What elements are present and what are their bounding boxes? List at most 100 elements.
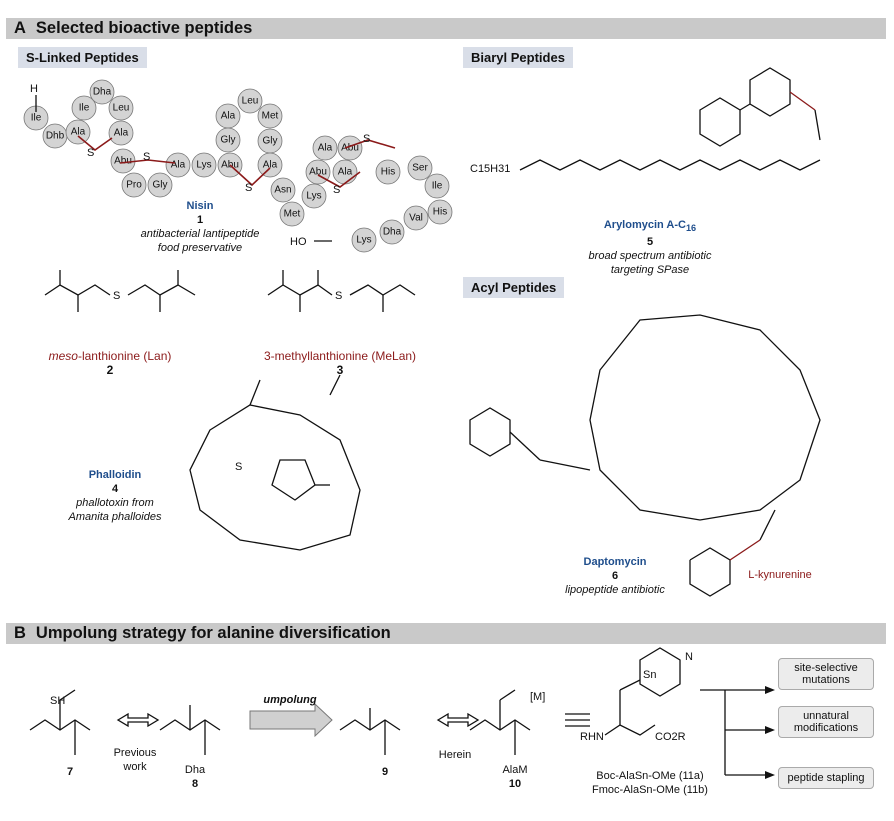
nisin-residue-label: Gly (263, 136, 278, 147)
lan-s: S (113, 290, 120, 302)
scheme-b-skeletons (29, 647, 765, 776)
reagent-11a: Boc-AlaSn-OMe (11a) (596, 770, 704, 782)
nisin-residue-label: Ser (412, 163, 428, 174)
nisin-residue-label: Ala (221, 111, 236, 122)
nisin-residue-bead (121, 172, 147, 198)
melan-name: 3-methyllanthionine (MeLan) (263, 349, 417, 363)
compound-10-name: AlaM (502, 764, 528, 776)
nisin-residue-bead (270, 177, 296, 203)
section-a-letter: A (14, 19, 26, 37)
nisin-residue-bead (257, 103, 283, 129)
nisin-residue-label: Leu (113, 103, 130, 114)
daptomycin-number: 6 (611, 570, 619, 582)
nisin-residue-bead (375, 159, 401, 185)
nisin-residue-label: Gly (153, 180, 168, 191)
nisin-caption: Nisin 1 antibacterial lantipeptide food … (140, 199, 260, 255)
phalloidin-number: 4 (111, 483, 119, 495)
subhead-acyl: Acyl Peptides (463, 277, 565, 298)
nisin-residue-label: Ala (338, 167, 353, 178)
nisin-residue-label: Abu (341, 143, 359, 154)
compound-8: Dha 8 (175, 763, 215, 791)
nisin-residue-bead (147, 172, 173, 198)
phalloidin-caption: Phalloidin 4 phallotoxin from Amanita ph… (50, 468, 180, 524)
phalloidin-desc2: Amanita phalloides (68, 511, 162, 523)
equilibrium-arrows (116, 712, 590, 728)
nisin-residue-bead (71, 95, 97, 121)
nisin-residue-label: Gly (221, 135, 236, 146)
compound-9: 9 (381, 766, 389, 778)
rhn-label: RHN (580, 731, 604, 743)
nisin-residue-bead (403, 205, 429, 231)
nisin-residue-bead (237, 88, 263, 114)
n-label: N (685, 651, 693, 663)
daptomycin-desc: lipopeptide antibiotic (565, 584, 665, 596)
lan-caption: meso-lanthionine (Lan) 2 (30, 349, 190, 377)
nisin-residue-label: Abu (114, 156, 132, 167)
melan-caption: 3-methyllanthionine (MeLan) 3 (250, 349, 430, 377)
sn-label: Sn (643, 669, 656, 681)
nisin-residue-label: Lys (356, 235, 371, 246)
nisin-residue-bead (108, 95, 134, 121)
daptomycin-caption: Daptomycin 6 lipopeptide antibiotic (555, 555, 675, 597)
nisin-residue-label: Met (284, 209, 301, 220)
nisin-residue-label: Ala (114, 128, 129, 139)
nisin-residue-bead (279, 201, 305, 227)
nisin-residue-bead (351, 227, 377, 253)
melan-skeleton (267, 270, 416, 312)
reagent-labels: Boc-AlaSn-OMe (11a) Fmoc-AlaSn-OMe (11b) (575, 769, 725, 797)
section-b-title: Umpolung strategy for alanine diversific… (35, 624, 391, 642)
nisin-residue-bead (257, 152, 283, 178)
arrow-head-2 (765, 726, 775, 734)
arrow-head-3 (765, 771, 775, 779)
nisin-desc2: food preservative (157, 242, 243, 254)
arylomycin-skeleton (519, 67, 821, 171)
subhead-s-linked: S-Linked Peptides (18, 47, 147, 68)
nisin-residue-label: Ile (31, 113, 42, 124)
subhead-biaryl: Biaryl Peptides (463, 47, 573, 68)
nisin-s5: S (363, 133, 370, 145)
nisin-s4: S (333, 184, 340, 196)
nisin-name: Nisin (186, 200, 214, 212)
nisin-residue-bead (312, 135, 338, 161)
arrow-head-1 (765, 686, 775, 694)
compound-10-number: 10 (508, 778, 522, 790)
daptomycin-skeleton (469, 314, 821, 597)
reagent-11b: Fmoc-AlaSn-OMe (11b) (592, 784, 708, 796)
nisin-s1: S (87, 147, 94, 159)
nisin-residue-label: Dhb (46, 131, 65, 142)
nisin-residue-label: Ala (171, 160, 186, 171)
herein-label: Herein (438, 749, 472, 761)
nisin-residue-label: Ala (263, 160, 278, 171)
section-b-header: B Umpolung strategy for alanine diversifi… (6, 623, 886, 644)
nisin-residue-bead (191, 152, 217, 178)
arylomycin-desc1: broad spectrum antibiotic (588, 250, 712, 263)
lan-number: 2 (106, 363, 114, 377)
compound-8-name: Dha (184, 764, 206, 776)
arylomycin-chain: C15H31 (470, 163, 510, 175)
nisin-residue-bead (379, 219, 405, 245)
phalloidin-s: S (235, 461, 242, 473)
nisin-h-label: H (30, 83, 38, 95)
nisin-residue-label: His (433, 207, 447, 218)
phalloidin-desc1: phallotoxin from (76, 497, 154, 509)
outcome-site-selective: site-selective mutations (778, 658, 874, 690)
kynurenine-label: L-kynurenine (748, 569, 812, 581)
nisin-desc1: antibacterial lantipeptide (140, 228, 260, 240)
nisin-residue-label: Dha (383, 227, 402, 238)
nisin-s2: S (143, 151, 150, 163)
arylomycin-sub: 16 (685, 223, 697, 234)
nisin-sulfide-bridges (77, 135, 396, 188)
nisin-residue-label: Lys (306, 191, 321, 202)
nisin-residue-bead (65, 119, 91, 145)
nisin-residue-bead (337, 135, 363, 161)
compound-10: AlaM 10 (490, 763, 540, 791)
previous-work: Previous work (105, 746, 165, 774)
nisin-residue-bead (215, 127, 241, 153)
nisin-residue-bead (301, 183, 327, 209)
nisin-residue-label: His (381, 167, 395, 178)
lan-prefix: meso (48, 349, 78, 363)
section-b-letter: B (14, 624, 26, 642)
nisin-residue-label: Met (262, 111, 279, 122)
